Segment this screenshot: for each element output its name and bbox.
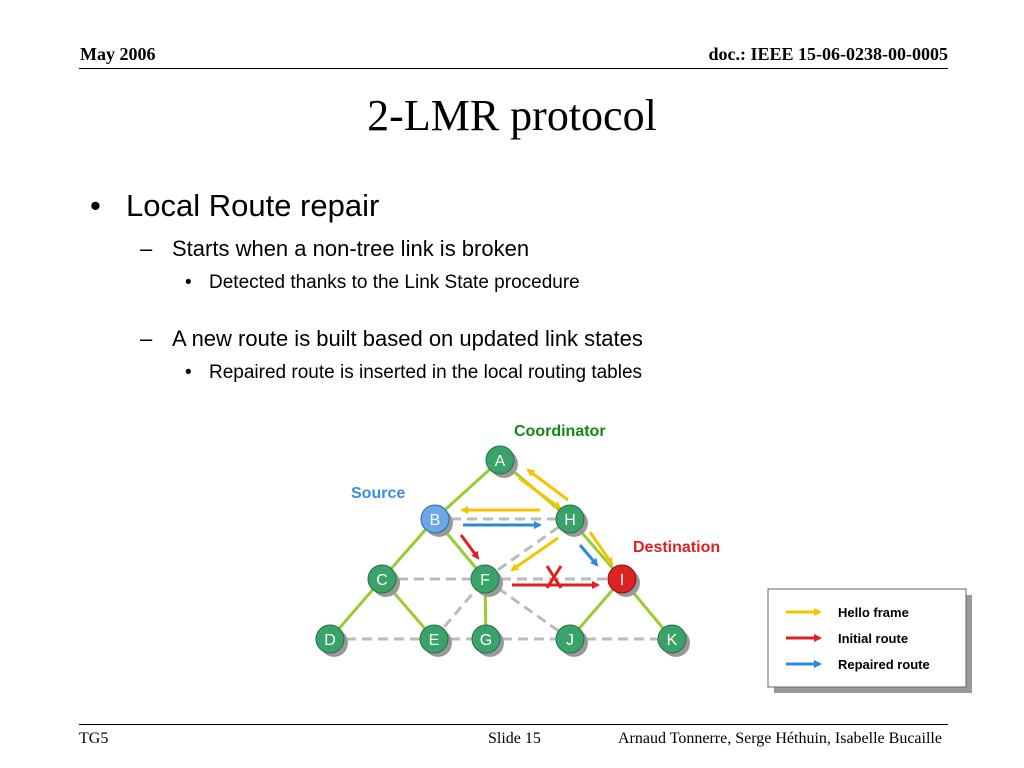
hello-arrow-h-to-f: [510, 536, 559, 572]
node-k: K: [657, 624, 690, 657]
hello-arrow-h-to-a: [526, 468, 569, 502]
node-label-g: G: [480, 632, 492, 649]
header-rule: [79, 68, 948, 69]
footer-rule: [79, 724, 948, 725]
hello-arrow-h-to-i: [588, 531, 614, 566]
bullet-dot: •: [90, 188, 101, 223]
footer-authors: Arnaud Tonnerre, Serge Héthuin, Isabelle…: [618, 730, 942, 747]
repaired-arrow-h-to-i: [578, 544, 599, 567]
bullet-dot: •: [185, 272, 192, 293]
slide-title: 2-LMR protocol: [367, 91, 657, 140]
node-label-d: D: [324, 632, 336, 649]
broken-link-cross-icon: [545, 565, 563, 589]
subsubbullet-text: Detected thanks to the Link State proced…: [209, 272, 580, 293]
node-label-e: E: [429, 632, 440, 649]
node-d: D: [315, 624, 348, 657]
coordinator-label: Coordinator: [514, 423, 606, 440]
subbullet-text: Starts when a non-tree link is broken: [172, 236, 530, 261]
node-label-f: F: [480, 572, 490, 589]
node-label-i: I: [620, 572, 624, 589]
node-j: J: [555, 624, 588, 657]
node-e: E: [419, 624, 452, 657]
link-a-b: [433, 458, 502, 521]
subbullet-text: A new route is built based on updated li…: [172, 326, 643, 351]
node-i-destination: I: [607, 564, 640, 597]
subsubbullet-text: Repaired route is inserted in the local …: [209, 362, 643, 383]
bullet-dot: •: [185, 362, 192, 383]
footer-slide-number: Slide 15: [488, 730, 541, 747]
hello-arrow-a-to-h: [518, 476, 562, 510]
destination-label: Destination: [633, 539, 720, 556]
node-label-a: A: [495, 453, 506, 470]
legend-initial-label: Initial route: [838, 631, 908, 646]
link-f-h: [484, 517, 571, 581]
node-h: H: [555, 504, 588, 537]
dash-mark: –: [140, 236, 153, 261]
legend-repaired-label: Repaired route: [838, 657, 930, 672]
initial-arrow-b-to-f: [459, 534, 480, 560]
footer-group: TG5: [79, 730, 109, 747]
node-a: A: [485, 445, 518, 478]
repaired-route-arrows: [463, 521, 599, 567]
legend: Hello frame Initial route Repaired route: [767, 588, 972, 693]
node-label-j: J: [566, 632, 574, 649]
node-label-c: C: [376, 572, 388, 589]
node-label-b: B: [430, 512, 441, 529]
legend-hello-label: Hello frame: [838, 605, 909, 620]
node-label-h: H: [564, 512, 576, 529]
initial-route-arrows: [459, 534, 600, 589]
bullet-text: Local Route repair: [126, 188, 380, 223]
header-doc-id: doc.: IEEE 15-06-0238-00-0005: [708, 44, 949, 64]
node-c: C: [367, 564, 400, 597]
node-label-k: K: [667, 632, 678, 649]
header-date: May 2006: [80, 44, 156, 64]
source-label: Source: [351, 485, 405, 502]
node-b-source: B: [420, 504, 453, 537]
node-g: G: [471, 624, 504, 657]
dash-mark: –: [140, 326, 153, 351]
node-f: F: [470, 564, 503, 597]
hello-arrows: [460, 468, 614, 572]
